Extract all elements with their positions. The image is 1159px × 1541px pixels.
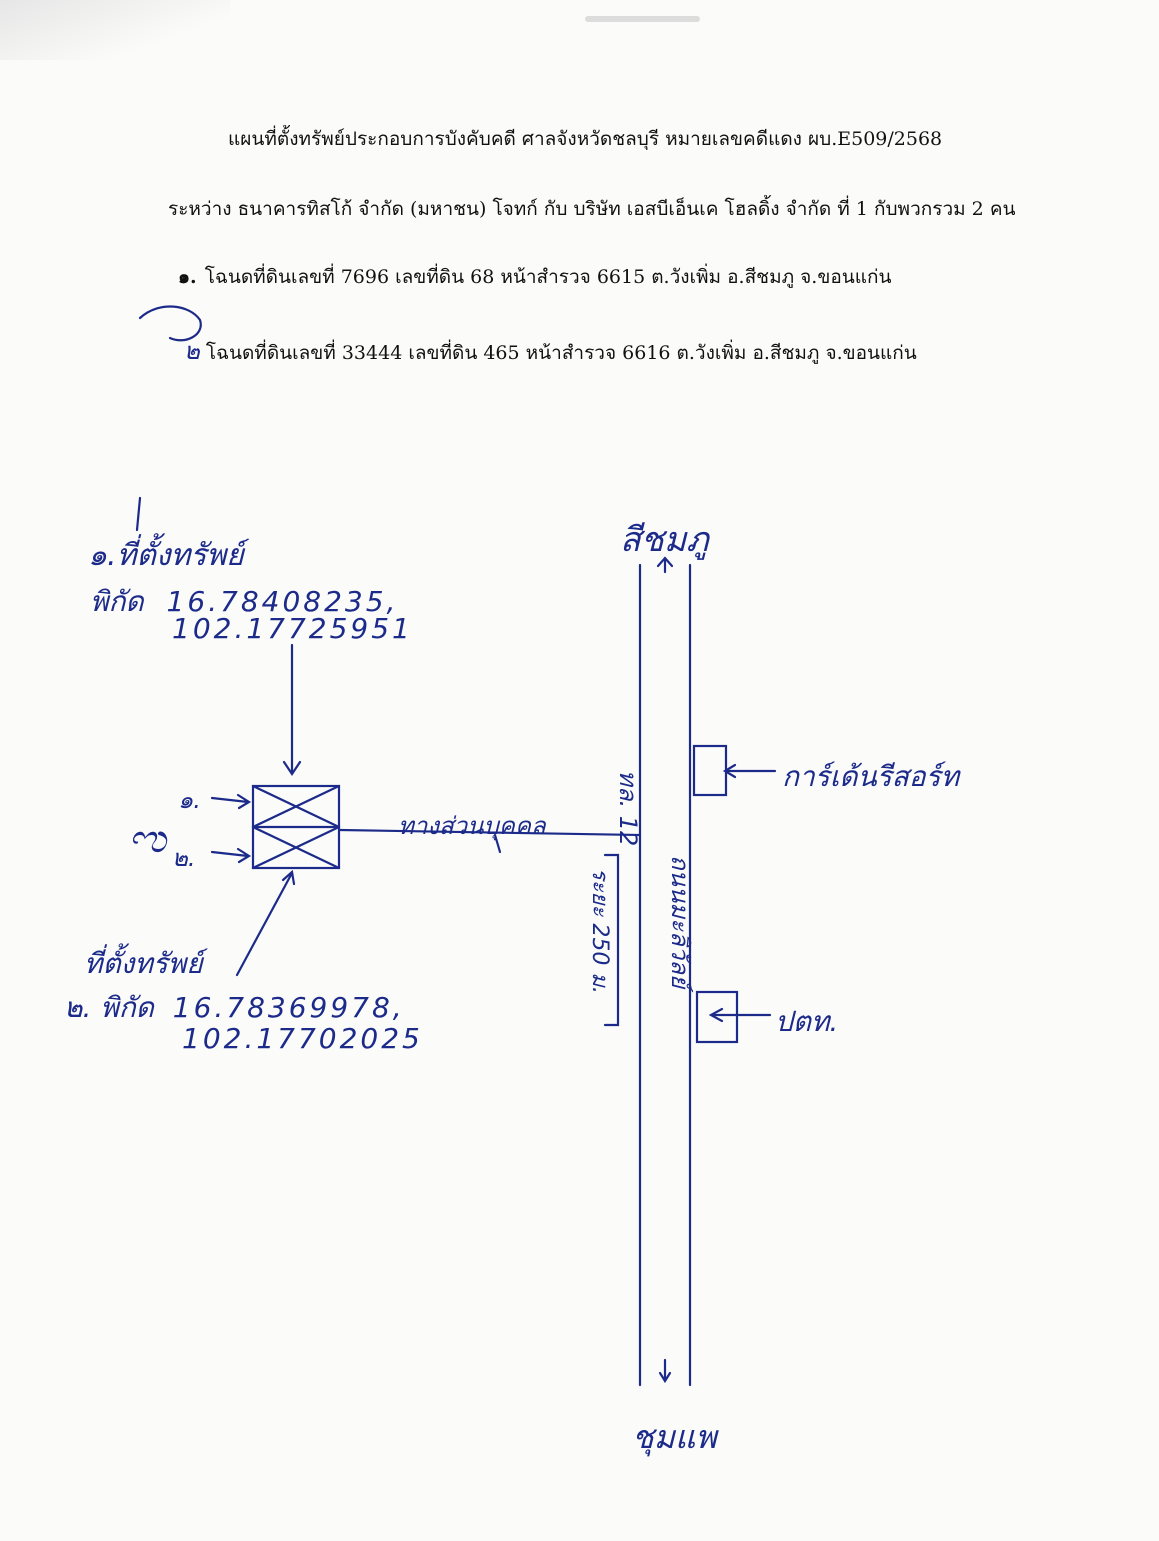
south-destination-label: ชุมแพ: [632, 1418, 717, 1456]
plot1-coords: พิกัด 16.78408235,: [90, 580, 398, 624]
parties-line: ระหว่าง ธนาคารทิสโก้ จำกัด (มหาชน) โจทก์…: [168, 198, 1016, 220]
plot1-label: ๑.ที่ตั้งทรัพย์: [88, 538, 244, 573]
deed-1: ๑. โฉนดที่ดินเลขที่ 7696 เลขที่ดิน 68 หน้…: [178, 262, 891, 292]
deed-1-text: โฉนดที่ดินเลขที่ 7696 เลขที่ดิน 68 หน้าส…: [204, 266, 892, 288]
parcel-marker-2: ๒.: [172, 844, 196, 872]
plot1-lat: 16.78408235,: [166, 585, 399, 618]
landmark1-label: การ์เด้นรีสอร์ท: [782, 760, 960, 793]
distance-bracket: [603, 853, 620, 1027]
north-destination-label: สีชมภู: [620, 520, 709, 560]
plot1-lon: 102.17725951: [172, 612, 413, 645]
document-title: แผนที่ตั้งทรัพย์ประกอบการบังคับคดี ศาลจั…: [228, 128, 943, 150]
landmark2-label: ปตท.: [775, 1005, 839, 1038]
south-arrow-icon: [658, 1358, 672, 1384]
private-road-label: ทางส่วนบุคคล: [398, 812, 546, 840]
highway-number: ทล. 12: [614, 770, 642, 847]
highway-name: ถนนมะลิวัลย์: [666, 855, 694, 989]
parcel-marker-1: ๑.: [178, 786, 201, 814]
deed-2-marker: ๒: [184, 337, 200, 365]
plot2-coords: ๒. พิกัด 16.78369978,: [64, 986, 405, 1030]
plot2-lon: 102.17702025: [182, 1022, 423, 1055]
north-arrow-icon: [656, 556, 674, 574]
plot1-coord-prefix: พิกัด: [90, 585, 144, 618]
private-road-line: [338, 828, 642, 837]
plot2-pointer: [235, 871, 294, 977]
deed-1-marker: ๑.: [178, 266, 197, 288]
distance-label: ระยะ 250 ม.: [587, 868, 612, 994]
scan-shadow: [0, 0, 230, 60]
landmark1-box: [692, 744, 728, 797]
deed-2-text: โฉนดที่ดินเลขที่ 33444 เลขที่ดิน 465 หน้…: [205, 342, 917, 364]
plot2-label: ที่ตั้งทรัพย์: [84, 947, 203, 980]
deed-2-handmark: [138, 305, 202, 342]
private-road-tick: [493, 833, 502, 854]
deed-2: ๒โฉนดที่ดินเลขที่ 33444 เลขที่ดิน 465 หน…: [184, 331, 917, 370]
plot2-coord-prefix: ๒. พิกัด: [64, 991, 154, 1024]
plot2-lat: 16.78369978,: [172, 991, 405, 1024]
scan-smudge: [585, 16, 700, 22]
parcel-marker-2-handmark: ಌ: [128, 816, 167, 862]
landmark2-box: [695, 990, 739, 1044]
